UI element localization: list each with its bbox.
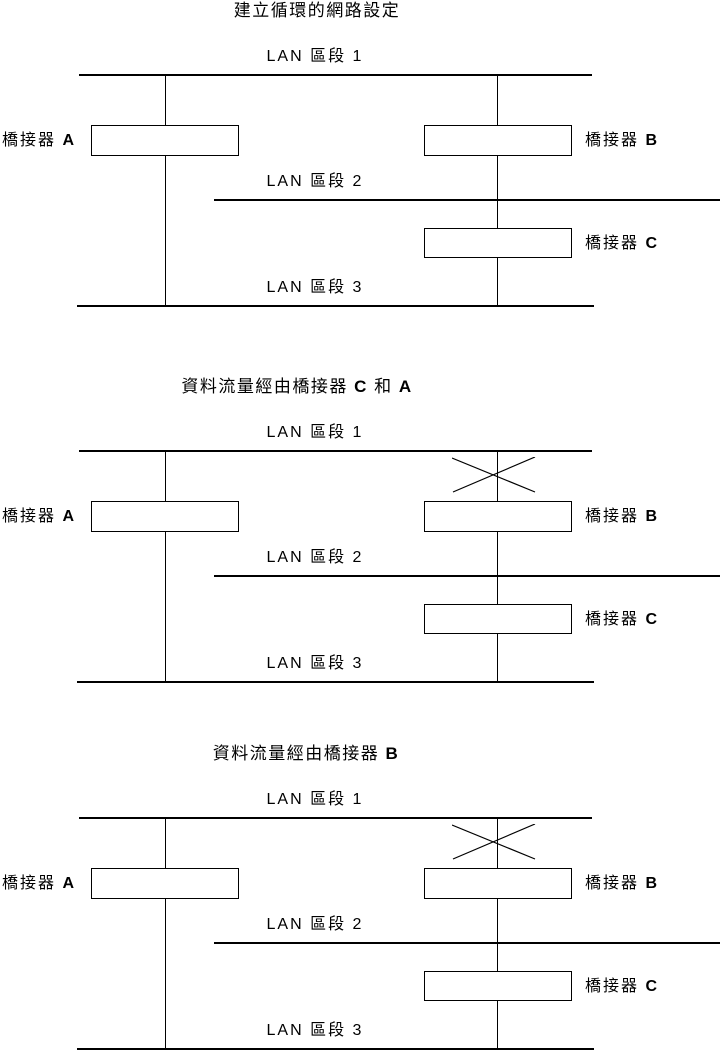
diagram-traffic-via-b: 資料流量經由橋接器 B LAN 區段 1 橋接器 A 橋接器 B LAN 區段 … [0, 744, 720, 1050]
lan-segment-1-line [79, 817, 592, 819]
lan-segment-3-label: LAN 區段 3 [266, 1022, 364, 1039]
bridge-bc-link-line [497, 817, 498, 1049]
lan-segment-3-line [77, 1048, 594, 1050]
lan-segment-2-line [214, 575, 720, 577]
lan-segment-1-label: LAN 區段 1 [266, 48, 364, 65]
bridge-c-label: 橋接器 C [585, 235, 660, 252]
bridge-b-box [424, 125, 572, 156]
lan-segment-3-label: LAN 區段 3 [266, 279, 364, 296]
bridge-b-label: 橋接器 B [585, 875, 660, 892]
blocked-link-x-icon [452, 824, 536, 860]
lan-segment-1-label: LAN 區段 1 [266, 791, 364, 808]
bridge-b-box [424, 868, 572, 899]
lan-segment-1-label: LAN 區段 1 [266, 424, 364, 441]
bridge-a-link-line [165, 817, 166, 1049]
bridge-b-label: 橋接器 B [585, 508, 660, 525]
lan-segment-3-line [77, 681, 594, 683]
bridge-c-box [424, 971, 572, 1001]
bridge-c-label: 橋接器 C [585, 978, 660, 995]
bridge-b-label: 橋接器 B [585, 132, 660, 149]
blocked-link-x-icon [452, 457, 536, 493]
bridge-a-link-line [165, 450, 166, 682]
lan-segment-2-label: LAN 區段 2 [266, 916, 364, 933]
bridge-a-label: 橋接器 A [2, 875, 77, 892]
bridge-bc-link-line [497, 450, 498, 682]
lan-segment-2-line [214, 942, 720, 944]
lan-segment-1-line [79, 74, 592, 76]
bridge-a-box [91, 125, 239, 156]
bridge-b-box [424, 501, 572, 532]
lan-segment-2-line [214, 199, 720, 201]
bridge-a-box [91, 501, 239, 532]
diagram-title: 建立循環的網路設定 [233, 1, 401, 20]
bridge-c-box [424, 228, 572, 258]
bridge-bc-link-line [497, 74, 498, 306]
bridge-a-link-line [165, 74, 166, 306]
bridge-a-label: 橋接器 A [2, 132, 77, 149]
bridge-c-label: 橋接器 C [585, 611, 660, 628]
lan-segment-1-line [79, 450, 592, 452]
lan-segment-3-label: LAN 區段 3 [266, 655, 364, 672]
bridge-a-label: 橋接器 A [2, 508, 77, 525]
diagram-traffic-via-c-and-a: 資料流量經由橋接器 C 和 A LAN 區段 1 橋接器 A 橋接器 B LAN… [0, 377, 720, 690]
diagram-loop-setup: 建立循環的網路設定 LAN 區段 1 橋接器 A 橋接器 B LAN 區段 2 … [0, 1, 720, 314]
lan-segment-2-label: LAN 區段 2 [266, 549, 364, 566]
diagram-title: 資料流量經由橋接器 C 和 A [181, 377, 413, 396]
bridge-a-box [91, 868, 239, 899]
bridge-c-box [424, 604, 572, 634]
lan-segment-2-label: LAN 區段 2 [266, 173, 364, 190]
lan-segment-3-line [77, 305, 594, 307]
diagram-title: 資料流量經由橋接器 B [212, 744, 400, 763]
